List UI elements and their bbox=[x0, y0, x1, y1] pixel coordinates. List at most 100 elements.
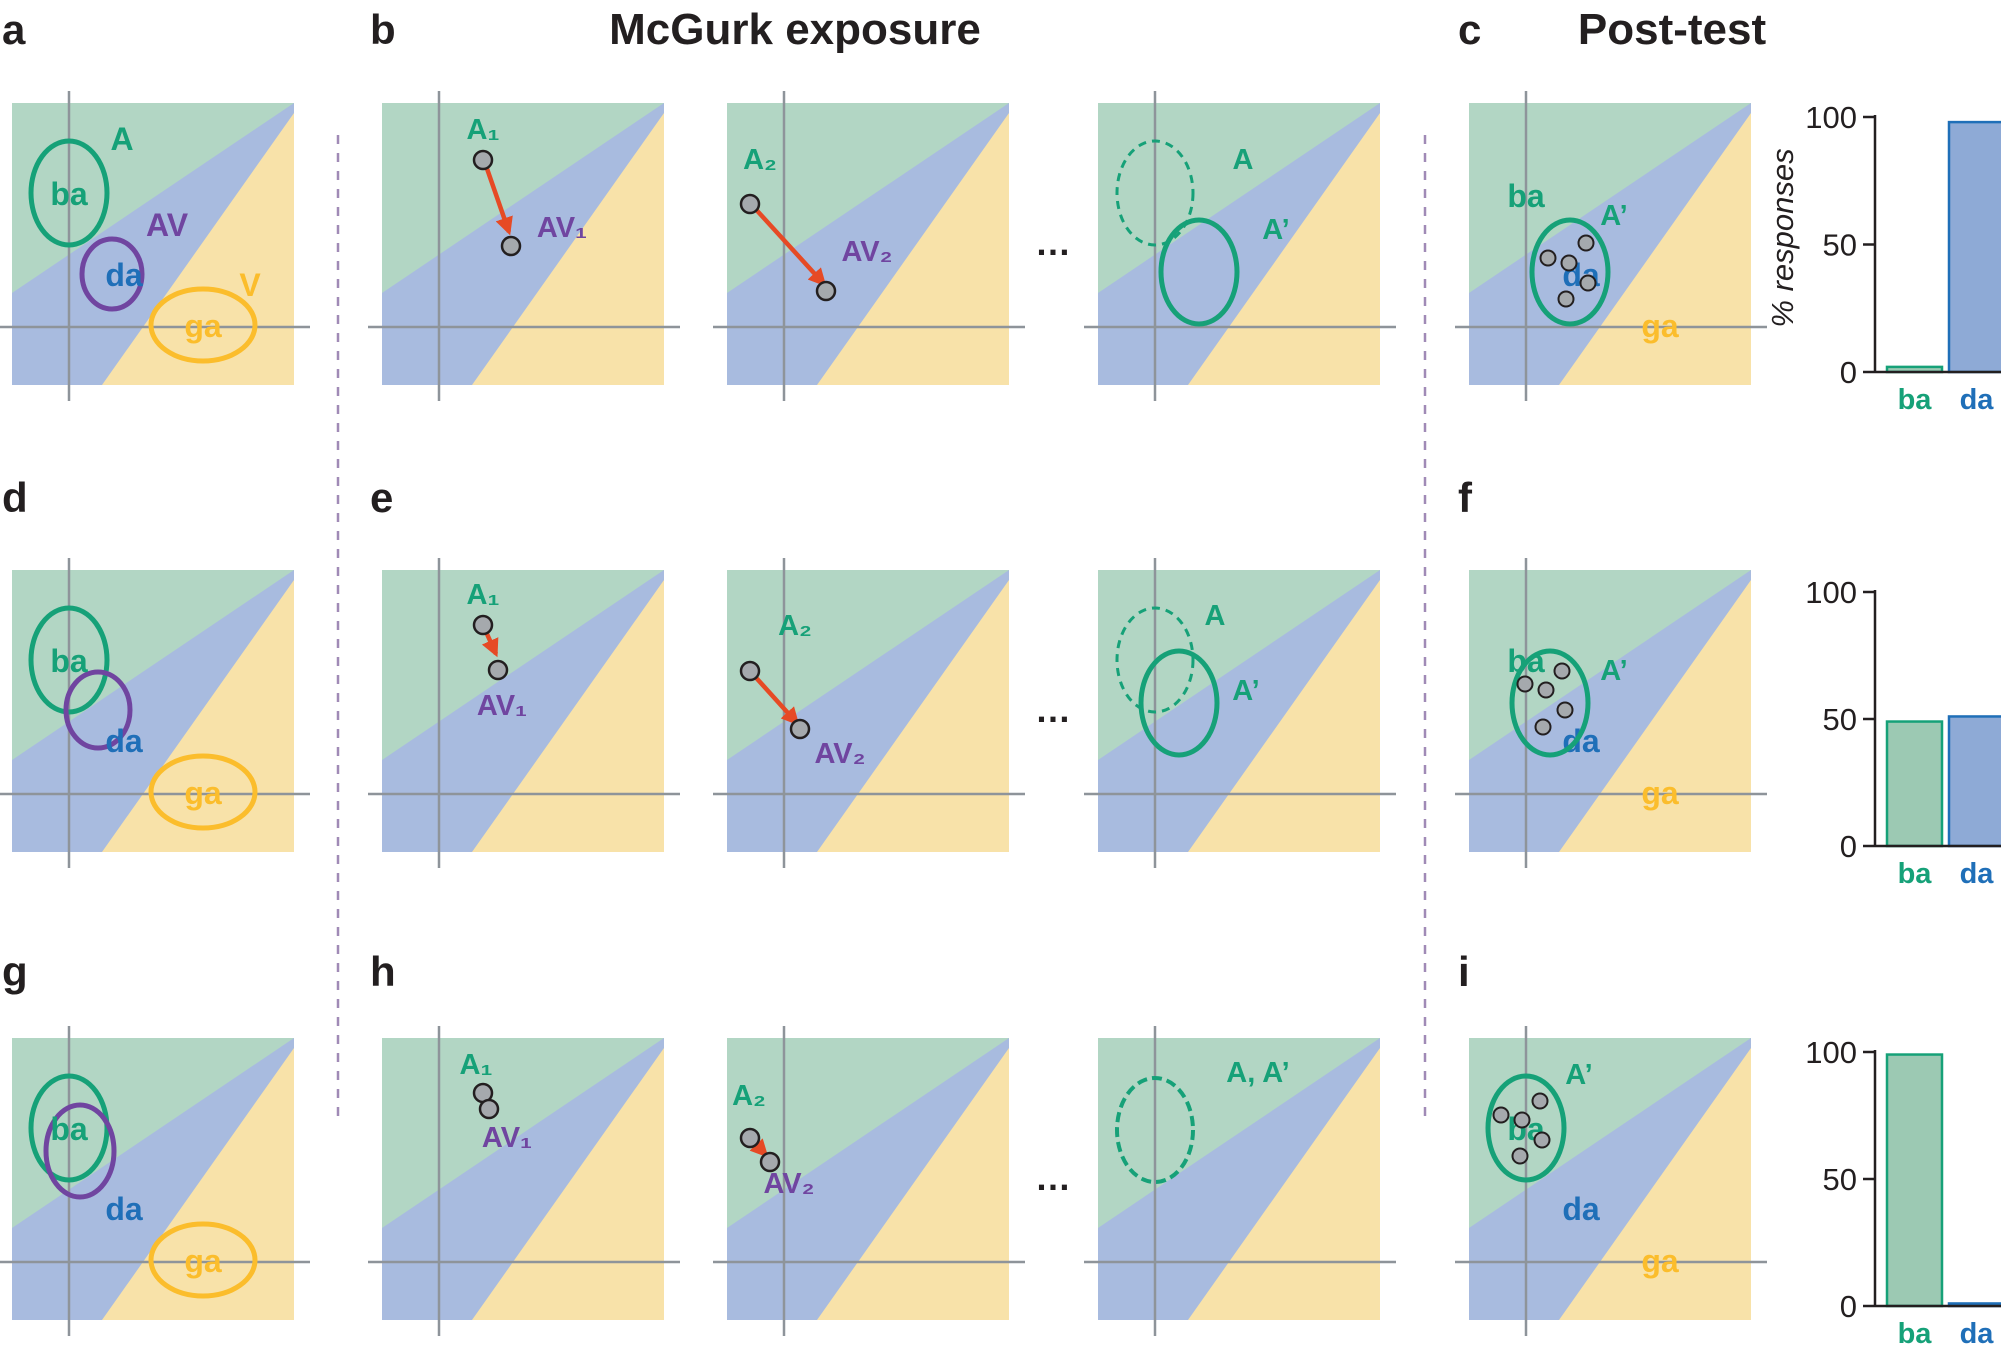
sample-point bbox=[1557, 290, 1575, 308]
sample-point bbox=[1560, 254, 1578, 272]
ga-label: ga bbox=[1641, 308, 1679, 344]
da-label: da bbox=[1562, 1191, 1600, 1227]
av1-label: AV₁ bbox=[482, 1122, 532, 1154]
sample-point bbox=[1539, 249, 1557, 267]
panel-e-final: A A’ bbox=[1082, 556, 1398, 870]
x-category-label: da bbox=[1960, 384, 1995, 416]
mcgurk-exposure-title: McGurk exposure bbox=[609, 5, 981, 54]
a2-label: A₂ bbox=[778, 610, 812, 642]
audiovisual-point bbox=[759, 1151, 781, 1173]
panel-b-trial-1: A₁ AV₁ bbox=[366, 89, 682, 403]
sample-point bbox=[1492, 1106, 1510, 1124]
x-category-label: ba bbox=[1898, 1318, 1933, 1350]
y-tick-label: 50 bbox=[1823, 702, 1857, 737]
audiovisual-label: AV bbox=[146, 207, 189, 243]
panel-e-trial-2: A₂ AV₂ bbox=[711, 556, 1027, 870]
auditory-ellipse bbox=[28, 138, 110, 248]
panel-letter-c: c bbox=[1458, 6, 1481, 53]
x-category-label: da bbox=[1960, 858, 1995, 890]
auditory-label: A bbox=[110, 121, 133, 157]
bar-da bbox=[1947, 120, 2001, 374]
panel-letter-g: g bbox=[2, 948, 28, 995]
audiovisual-point bbox=[815, 280, 837, 302]
a1-label: A₁ bbox=[460, 1049, 493, 1081]
panel-b-trial-2: A₂ AV₂ bbox=[711, 89, 1027, 403]
y-tick-label: 50 bbox=[1823, 228, 1857, 263]
a-prime-label: A’ bbox=[1600, 200, 1627, 232]
ga-label: ga bbox=[184, 1243, 222, 1279]
sample-point bbox=[1579, 274, 1597, 292]
sample-point bbox=[1513, 1111, 1531, 1129]
auditory-point bbox=[739, 193, 761, 215]
visual-ellipse bbox=[148, 753, 258, 831]
shift-arrow bbox=[749, 202, 827, 287]
post-test-title: Post-test bbox=[1578, 5, 1767, 54]
bar-chart-y-axis-label: % responses bbox=[1765, 148, 1800, 327]
panel-letter-f: f bbox=[1458, 474, 1473, 521]
sample-point bbox=[1516, 675, 1534, 693]
sample-point bbox=[1577, 234, 1595, 252]
audiovisual-point bbox=[789, 718, 811, 740]
a2-label: A₂ bbox=[732, 1080, 766, 1112]
a-and-a-prime-label: A, A’ bbox=[1226, 1057, 1289, 1089]
panel-b-final: A A’ bbox=[1082, 89, 1398, 403]
auditory-label: A bbox=[1233, 144, 1254, 176]
a1-label: A₁ bbox=[467, 114, 500, 146]
auditory-ellipse bbox=[1485, 1073, 1567, 1183]
panel-h-final: A, A’ bbox=[1082, 1024, 1398, 1338]
auditory-ellipse bbox=[28, 605, 110, 715]
post-test-samples bbox=[1539, 234, 1597, 308]
bar-da bbox=[1947, 715, 2001, 848]
sample-point bbox=[1553, 662, 1571, 680]
auditory-point bbox=[739, 1127, 761, 1149]
da-label: da bbox=[105, 723, 143, 759]
audiovisual-point bbox=[487, 659, 509, 681]
bar-ba bbox=[1885, 720, 1944, 848]
a-prime-label: A’ bbox=[1600, 655, 1627, 687]
x-category-label: ba bbox=[1898, 384, 1933, 416]
sample-point bbox=[1533, 1131, 1551, 1149]
panel-letter-i: i bbox=[1458, 948, 1470, 995]
original-auditory-ellipse bbox=[1115, 139, 1195, 247]
original-auditory-ellipse bbox=[1115, 606, 1195, 714]
auditory-point bbox=[472, 614, 494, 636]
x-category-label: ba bbox=[1898, 858, 1933, 890]
panel-h-trial-1: A₁ AV₁ bbox=[366, 1024, 682, 1338]
av2-label: AV₂ bbox=[814, 738, 865, 770]
y-tick-label: 0 bbox=[1840, 1289, 1857, 1324]
ellipsis-row-2: … bbox=[1035, 689, 1071, 730]
auditory-point bbox=[739, 660, 761, 682]
a-prime-label: A’ bbox=[1232, 675, 1259, 707]
panel-letter-a: a bbox=[2, 6, 26, 53]
ba-label: ba bbox=[50, 176, 88, 212]
ba-label: ba bbox=[50, 643, 88, 679]
sample-point bbox=[1556, 701, 1574, 719]
visual-ellipse bbox=[148, 286, 258, 364]
av1-label: AV₁ bbox=[537, 212, 587, 244]
av2-label: AV₂ bbox=[763, 1168, 814, 1200]
da-label: da bbox=[105, 257, 143, 293]
ga-label: ga bbox=[1641, 1243, 1679, 1279]
av2-label: AV₂ bbox=[841, 236, 892, 268]
ba-label: ba bbox=[50, 1111, 88, 1147]
auditory-point bbox=[472, 149, 494, 171]
y-tick-label: 0 bbox=[1840, 829, 1857, 864]
audiovisual-ellipse bbox=[63, 669, 133, 751]
audiovisual-ellipse bbox=[43, 1102, 117, 1200]
visual-label: V bbox=[239, 267, 261, 303]
post-test-samples bbox=[1516, 662, 1574, 736]
a2-label: A₂ bbox=[743, 144, 777, 176]
sample-point bbox=[1511, 1147, 1529, 1165]
a-prime-label: A’ bbox=[1565, 1059, 1592, 1091]
recalibrated-auditory-ellipse bbox=[1158, 217, 1240, 327]
auditory-label: A bbox=[1205, 600, 1226, 632]
audiovisual-point bbox=[500, 235, 522, 257]
panel-letter-d: d bbox=[2, 474, 28, 521]
y-tick-label: 100 bbox=[1805, 1035, 1857, 1070]
a-prime-label: A’ bbox=[1262, 214, 1289, 246]
visual-ellipse bbox=[148, 1221, 258, 1299]
